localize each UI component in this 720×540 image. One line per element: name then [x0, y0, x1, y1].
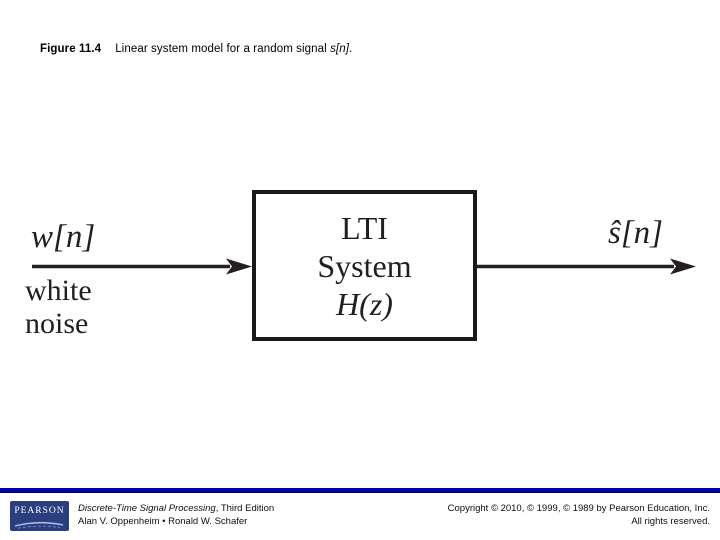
- lti-system-block: LTI System H(z): [252, 190, 477, 341]
- figure-number: Figure 11.4: [40, 43, 102, 55]
- lti-block-transfer-function: H(z): [336, 285, 393, 322]
- pearson-logo-text: PEARSON: [14, 506, 65, 516]
- book-title: Discrete-Time Signal Processing: [78, 503, 216, 514]
- input-description-line1: white: [25, 274, 92, 307]
- figure-caption: Figure 11.4 Linear system model for a ran…: [40, 43, 352, 55]
- lti-block-line2: System: [317, 247, 412, 284]
- footer-authors: Alan V. Oppenheim • Ronald W. Schafer: [78, 516, 248, 527]
- figure-caption-period: .: [349, 43, 353, 55]
- pearson-logo: PEARSON: [10, 501, 69, 531]
- figure-caption-text: Linear system model for a random signal: [115, 43, 331, 55]
- output-signal-label: ŝ[n]: [608, 215, 664, 251]
- footer-copyright: Copyright © 2010, © 1999, © 1989 by Pear…: [448, 502, 710, 528]
- footer-book-info: Discrete-Time Signal Processing, Third E…: [78, 502, 274, 528]
- output-arrowhead-icon: [670, 258, 696, 275]
- input-description-line2: noise: [25, 307, 89, 340]
- lti-block-line1: LTI: [341, 209, 388, 246]
- input-description: white noise: [25, 274, 92, 340]
- copyright-line2: All rights reserved.: [631, 516, 710, 527]
- input-arrow: [32, 258, 252, 275]
- copyright-line1: Copyright © 2010, © 1999, © 1989 by Pear…: [447, 503, 710, 514]
- pearson-logo-swoosh-icon: [14, 521, 64, 529]
- figure-caption-math: s[n]: [330, 43, 350, 55]
- book-edition: , Third Edition: [215, 503, 275, 514]
- input-arrowhead-icon: [226, 258, 252, 275]
- output-arrow: [476, 258, 696, 275]
- footer-divider-line: [0, 488, 720, 493]
- footer-book-title-line: Discrete-Time Signal Processing, Third E…: [78, 502, 274, 515]
- input-signal-label: w[n]: [31, 219, 96, 255]
